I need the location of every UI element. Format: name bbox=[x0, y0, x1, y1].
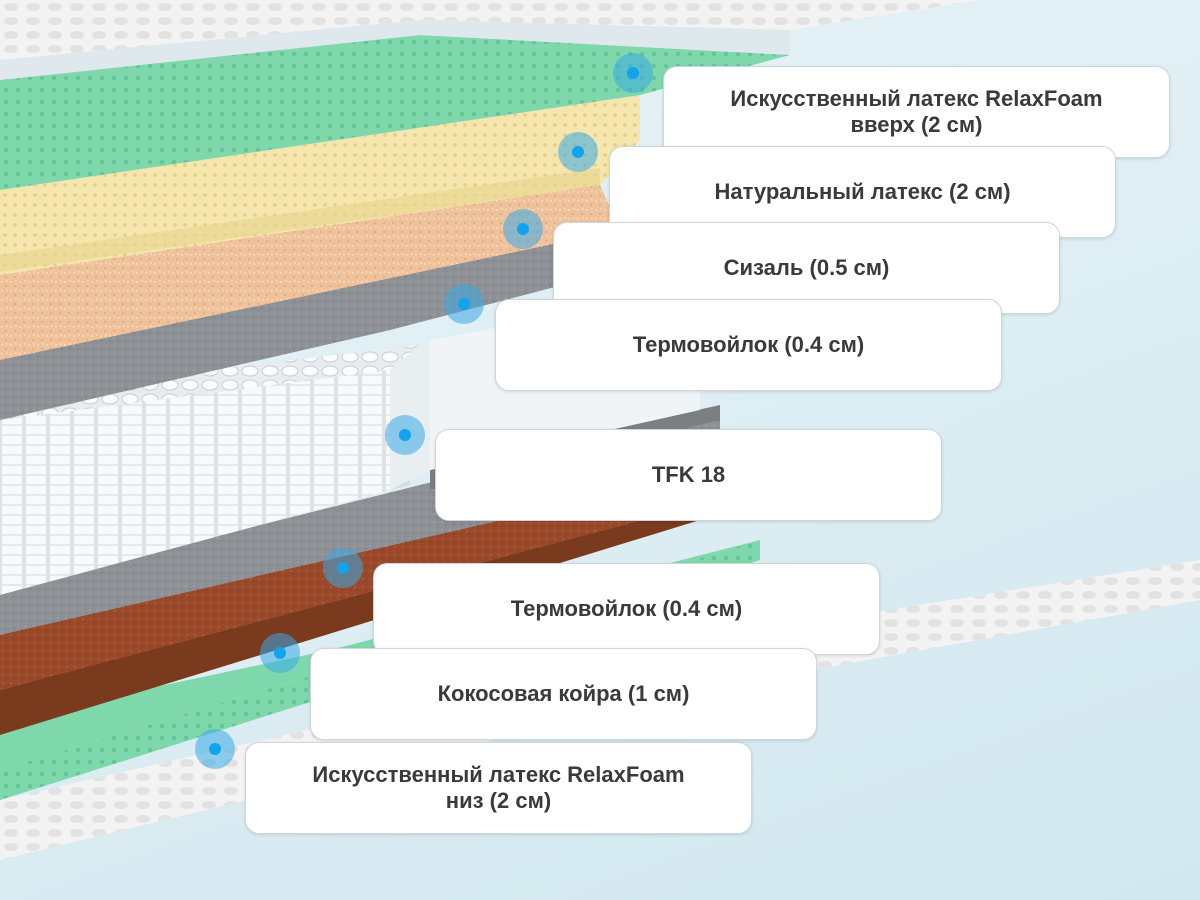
layer-label-line: Искусственный латекс RelaxFoam bbox=[312, 762, 685, 787]
layer-label-line: TFK 18 bbox=[651, 462, 726, 487]
marker-dot-springs bbox=[385, 415, 425, 455]
layer-label-line: Термовойлок (0.4 см) bbox=[632, 332, 865, 357]
layer-label-felt-bottom: Термовойлок (0.4 см) bbox=[373, 563, 880, 655]
layer-label-line: низ (2 см) bbox=[445, 788, 552, 813]
layer-label-line: Натуральный латекс (2 см) bbox=[714, 179, 1011, 204]
layer-label-bottom-latex: Искусственный латекс RelaxFoam низ (2 см… bbox=[245, 742, 752, 834]
layer-label-line: вверх (2 см) bbox=[850, 112, 983, 137]
layer-label-top-latex: Искусственный латекс RelaxFoam вверх (2 … bbox=[663, 66, 1170, 158]
layer-label-coir: Кокосовая койра (1 см) bbox=[310, 648, 817, 740]
layer-label-felt-top: Термовойлок (0.4 см) bbox=[495, 299, 1002, 391]
layer-label-line: Термовойлок (0.4 см) bbox=[510, 596, 743, 621]
marker-dot-felt-bottom bbox=[323, 548, 363, 588]
layer-label-sisal: Сизаль (0.5 см) bbox=[553, 222, 1060, 314]
layer-label-springs: TFK 18 bbox=[435, 429, 942, 521]
marker-dot-sisal bbox=[503, 209, 543, 249]
marker-dot-natural-latex bbox=[558, 132, 598, 172]
marker-dot-top-latex bbox=[613, 53, 653, 93]
marker-dot-felt-top bbox=[444, 284, 484, 324]
layer-label-line: Кокосовая койра (1 см) bbox=[437, 681, 690, 706]
layer-label-line: Сизаль (0.5 см) bbox=[723, 255, 890, 280]
marker-dot-bottom-latex bbox=[195, 729, 235, 769]
marker-dot-coir bbox=[260, 633, 300, 673]
layer-label-line: Искусственный латекс RelaxFoam bbox=[730, 86, 1103, 111]
